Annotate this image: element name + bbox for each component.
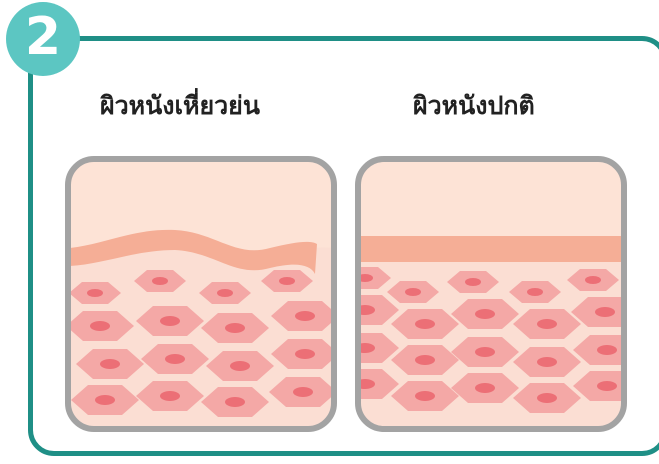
step-number: 2 (25, 11, 61, 63)
wrinkled-skin-label: ผิวหนังเหี่ยวย่น (100, 86, 260, 126)
normal-skin-illustration (355, 156, 627, 432)
wrinkled-skin-illustration (65, 156, 337, 432)
normal-skin-label: ผิวหนังปกติ (413, 86, 535, 126)
step-badge: 2 (6, 2, 80, 76)
